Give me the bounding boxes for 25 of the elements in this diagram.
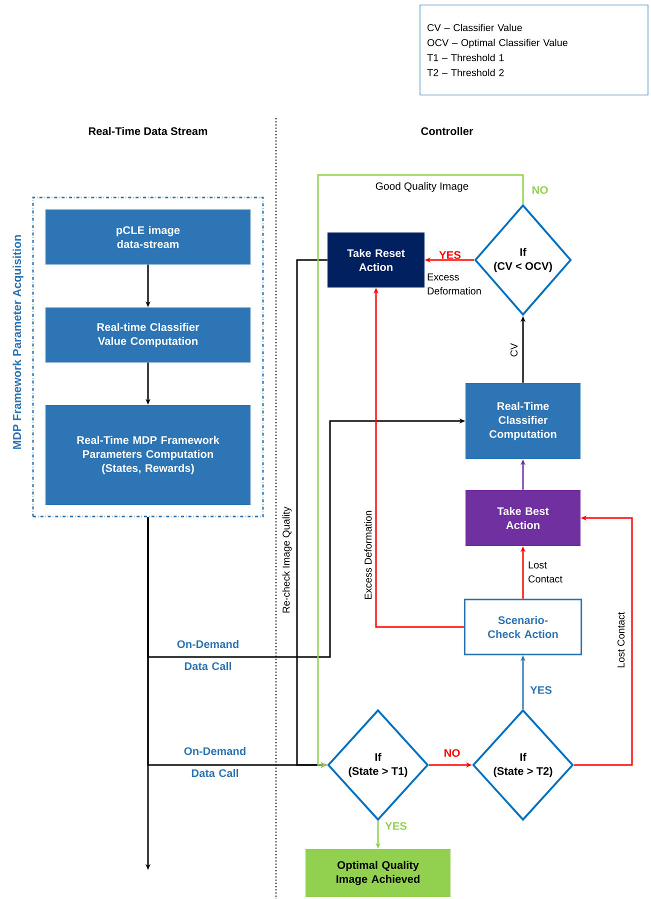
action-box: Take Reset Action [328, 232, 424, 288]
edge-label: CV [510, 343, 518, 356]
edge-label: Re-check Image Quality [282, 506, 292, 613]
process-box: Real-Time MDP Framework Parameters Computation (States, Rewards) [46, 405, 250, 505]
column-heading: Real-Time Data Stream [88, 126, 208, 136]
edge-label: YES [439, 251, 461, 259]
edge-label: NO [444, 749, 460, 757]
node-label: MDP Framework Parameter Acquisition [12, 235, 24, 449]
abbreviation-box: CV – Classifier Value OCV – Optimal Classifier Value T1 – Threshold 1 T2 – Threshold 2 [420, 4, 648, 96]
edge-label: Lost Contact [617, 612, 625, 668]
condition-label: Good Quality Image [376, 182, 468, 192]
action-box: Take Best Action [466, 490, 580, 546]
edge-label: Excess Deformation [364, 510, 372, 599]
process-box: pCLE image data-stream [46, 210, 250, 264]
edge-label: On-Demand Data Call [184, 746, 246, 778]
process-box: Real-time Classifier Value Computation [46, 308, 250, 362]
edge-label: Lost Contact [528, 562, 562, 582]
result-box: Optimal Quality Image Achieved [306, 849, 450, 897]
edge-label: YES [385, 822, 407, 830]
edge-label: YES [530, 686, 552, 694]
action-box: Scenario-Check Action [464, 598, 582, 656]
edge-label: On-Demand Data Call [177, 640, 238, 670]
process-box: Real-Time Classifier Computation [466, 383, 580, 459]
edge-label: NO [532, 186, 548, 194]
column-heading: Controller [421, 126, 474, 136]
